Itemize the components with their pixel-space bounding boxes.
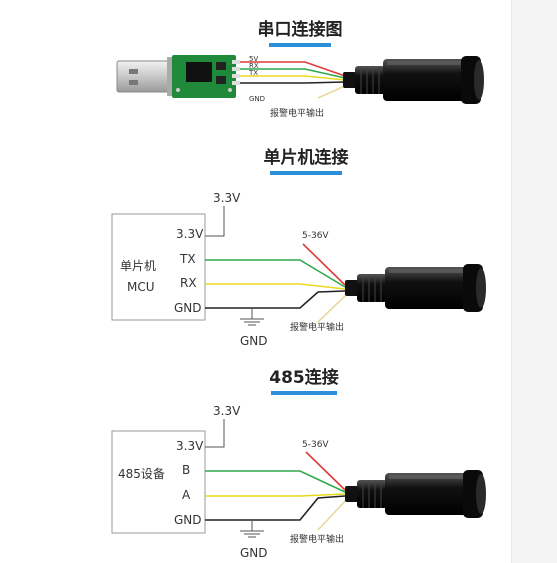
serial-title: 串口连接图 xyxy=(258,19,343,40)
mcu-pin-3v3: 3.3V xyxy=(176,227,204,241)
mcu-pin-gnd: GND xyxy=(174,301,202,315)
serial-pin-rx: RX xyxy=(249,62,259,70)
rs485-box xyxy=(111,430,206,534)
ground-symbol-icon xyxy=(240,308,264,326)
mcu-box-label: 单片机 xyxy=(120,259,156,273)
rs485-pin-b: B xyxy=(182,463,190,477)
rs485-power-range: 5-36V xyxy=(302,440,329,450)
usb-connector-icon xyxy=(116,57,174,96)
mcu-wires xyxy=(205,243,348,323)
sensor-cylinder-icon xyxy=(344,263,487,313)
mcu-title: 单片机连接 xyxy=(264,147,349,168)
serial-pin-tx: TX xyxy=(248,69,258,77)
rs485-box-label: 485设备 xyxy=(118,467,165,481)
rs485-pin-gnd: GND xyxy=(174,513,202,527)
mcu-gnd-label: GND xyxy=(240,334,268,348)
serial-alarm-label: 报警电平输出 xyxy=(270,107,324,119)
rs485-title: 485连接 xyxy=(269,367,339,388)
rs485-supply-line xyxy=(205,419,225,448)
right-side-panel xyxy=(511,0,557,563)
rs485-title-underline xyxy=(271,391,337,395)
usb-pcb-board xyxy=(172,55,240,98)
sensor-cylinder-icon xyxy=(344,469,487,519)
rs485-pin-3v3: 3.3V xyxy=(176,439,204,453)
mcu-box-sublabel: MCU xyxy=(127,280,155,294)
mcu-pin-rx: RX xyxy=(180,276,197,290)
mcu-supply-label: 3.3V xyxy=(213,191,241,205)
serial-pin-gnd: GND xyxy=(249,95,265,103)
serial-wires xyxy=(240,61,348,99)
mcu-pin-tx: TX xyxy=(179,252,196,266)
rs485-pin-a: A xyxy=(182,488,191,502)
rs485-gnd-label: GND xyxy=(240,546,268,560)
mcu-power-range: 5-36V xyxy=(302,231,329,241)
rs485-supply-label: 3.3V xyxy=(213,404,241,418)
mcu-supply-line xyxy=(205,206,225,237)
serial-pin-5v: 5V xyxy=(249,55,258,63)
rs485-wires xyxy=(205,451,348,531)
mcu-alarm-label: 报警电平输出 xyxy=(290,321,344,333)
ground-symbol-icon xyxy=(240,520,264,538)
rs485-alarm-label: 报警电平输出 xyxy=(290,533,344,545)
serial-title-underline xyxy=(269,43,331,47)
mcu-box xyxy=(111,213,206,321)
mcu-title-underline xyxy=(270,171,342,175)
sensor-cylinder-icon xyxy=(342,55,485,105)
